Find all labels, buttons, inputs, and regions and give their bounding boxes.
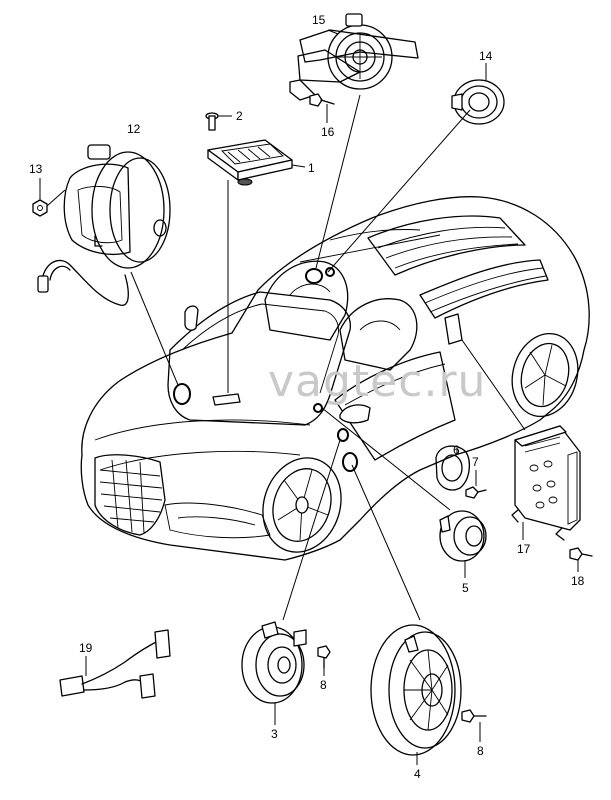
part-17-amplifier[interactable] bbox=[511, 425, 581, 541]
callout-4: 4 bbox=[414, 767, 421, 781]
callout-13: 13 bbox=[29, 162, 43, 176]
callout-16: 16 bbox=[321, 125, 335, 139]
part-14-tweeter[interactable] bbox=[451, 63, 505, 125]
part-6-gasket[interactable] bbox=[435, 445, 471, 491]
part-8-screw-a[interactable] bbox=[317, 645, 331, 676]
callout-5: 5 bbox=[462, 581, 469, 595]
callout-8-lower: 8 bbox=[477, 744, 484, 758]
callout-labels: 1 2 3 4 5 6 7 8 8 12 13 14 15 16 17 18 1… bbox=[29, 13, 585, 781]
callout-19: 19 bbox=[79, 641, 93, 655]
callout-1: 1 bbox=[308, 161, 315, 175]
callout-17: 17 bbox=[517, 542, 531, 556]
callout-2: 2 bbox=[236, 109, 243, 123]
part-16-screw[interactable] bbox=[309, 93, 335, 123]
part-7-screw[interactable] bbox=[465, 470, 487, 499]
callout-8-upper: 8 bbox=[320, 678, 327, 692]
car-illustration bbox=[80, 196, 590, 561]
part-19-wiring-harness[interactable] bbox=[59, 629, 171, 699]
callout-15: 15 bbox=[312, 13, 326, 27]
part-8-screw-b[interactable] bbox=[461, 709, 487, 742]
part-3-speaker[interactable] bbox=[241, 621, 307, 725]
part-5-speaker[interactable] bbox=[439, 510, 487, 578]
location-markers bbox=[173, 267, 463, 472]
part-13-bolt[interactable] bbox=[32, 178, 66, 217]
callout-3: 3 bbox=[271, 727, 278, 741]
part-4-woofer[interactable] bbox=[370, 624, 462, 765]
leader-lines bbox=[130, 94, 526, 621]
part-1-center-speaker[interactable] bbox=[207, 139, 306, 186]
part-12-speaker-enclosure[interactable] bbox=[37, 144, 171, 306]
callout-7: 7 bbox=[472, 455, 479, 469]
part-15-speaker-bracket[interactable] bbox=[289, 13, 419, 101]
callout-18: 18 bbox=[571, 574, 585, 588]
callout-12: 12 bbox=[127, 122, 141, 136]
watermark: vagtec.ru bbox=[268, 356, 486, 407]
part-2-screw[interactable] bbox=[205, 112, 232, 131]
callout-14: 14 bbox=[479, 49, 493, 63]
callout-6: 6 bbox=[453, 443, 460, 457]
part-18-screw[interactable] bbox=[569, 547, 593, 572]
